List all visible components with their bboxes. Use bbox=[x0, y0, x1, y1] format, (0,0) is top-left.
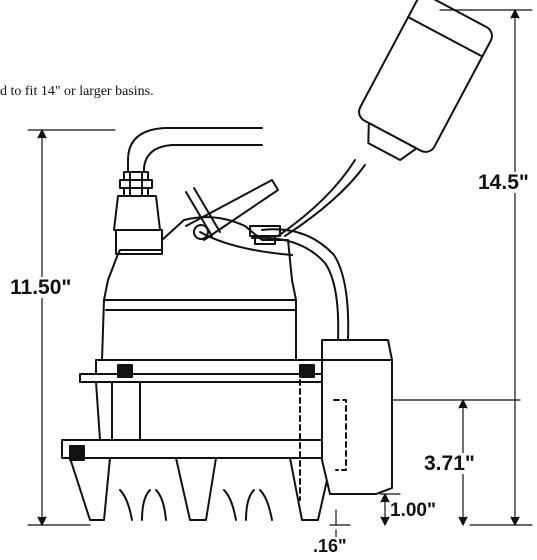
discharge-pipe bbox=[127, 127, 263, 173]
dimension-lines bbox=[27, 9, 533, 549]
cable-gland bbox=[249, 225, 281, 245]
pump-feet bbox=[69, 457, 333, 521]
overall-height-label: 14.5" bbox=[478, 171, 529, 194]
discharge-fitting bbox=[113, 171, 163, 255]
float-switch-body bbox=[358, 0, 493, 162]
pump-height-label: 11.50" bbox=[10, 276, 72, 299]
gap-label: .16" bbox=[313, 536, 347, 556]
float-arm bbox=[185, 179, 279, 241]
switch-housing bbox=[299, 339, 393, 501]
basin-fit-note: d to fit 14" or larger basins. bbox=[0, 84, 154, 99]
switch-height-label: 3.71" bbox=[424, 452, 475, 475]
switch-cable bbox=[251, 159, 366, 341]
inlet-height-label: 1.00" bbox=[390, 500, 436, 521]
